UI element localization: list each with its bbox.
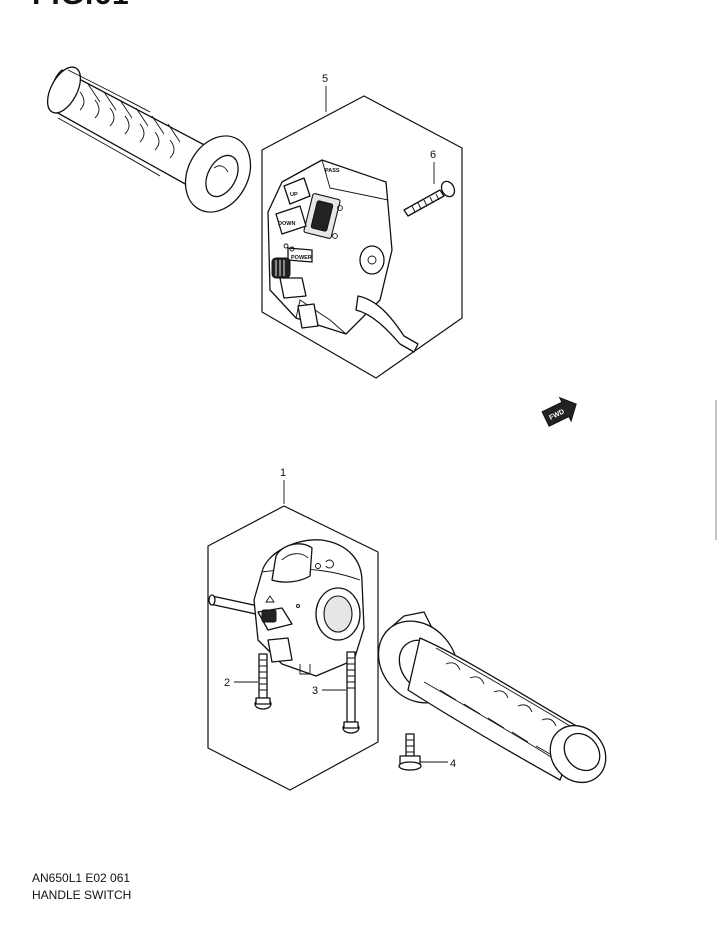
callout-5: 5	[322, 73, 328, 85]
right-throttle-grip[interactable]	[362, 605, 617, 794]
switch-micro-labels: UP DOWN POWER PASS	[278, 168, 340, 261]
up-label: UP	[290, 192, 298, 198]
leader-lines-top	[325, 86, 435, 184]
callout-3: 3	[312, 685, 318, 697]
power-label: POWER	[291, 255, 312, 261]
callout-labels: 5 6 1 2 3 4	[224, 73, 456, 770]
down-label: DOWN	[278, 221, 295, 227]
screw-6[interactable]	[403, 179, 457, 217]
drawing-footer: AN650L1 E02 061 HANDLE SWITCH	[32, 870, 131, 904]
bolt-4[interactable]	[398, 733, 422, 771]
fwd-arrow-badge: FWD	[541, 396, 577, 427]
right-switch-assembly-frame	[207, 505, 379, 791]
pass-label: PASS	[325, 168, 340, 174]
callout-6: 6	[430, 149, 436, 161]
left-switch-assembly-frame	[261, 95, 463, 379]
callout-2: 2	[224, 677, 230, 689]
section-title: HANDLE SWITCH	[32, 888, 132, 902]
left-handlebar-grip[interactable]	[41, 62, 263, 224]
leader-lines-bottom	[234, 480, 448, 763]
model-code: AN650L1 E02 061	[32, 871, 131, 885]
left-switch-housing[interactable]	[267, 159, 419, 353]
figure-title: FIG.61	[32, 0, 130, 12]
right-switch-housing[interactable]	[208, 539, 365, 677]
callout-1: 1	[280, 467, 286, 479]
screw-2[interactable]	[254, 653, 272, 710]
callout-4: 4	[450, 758, 456, 770]
screw-3[interactable]	[342, 651, 360, 734]
